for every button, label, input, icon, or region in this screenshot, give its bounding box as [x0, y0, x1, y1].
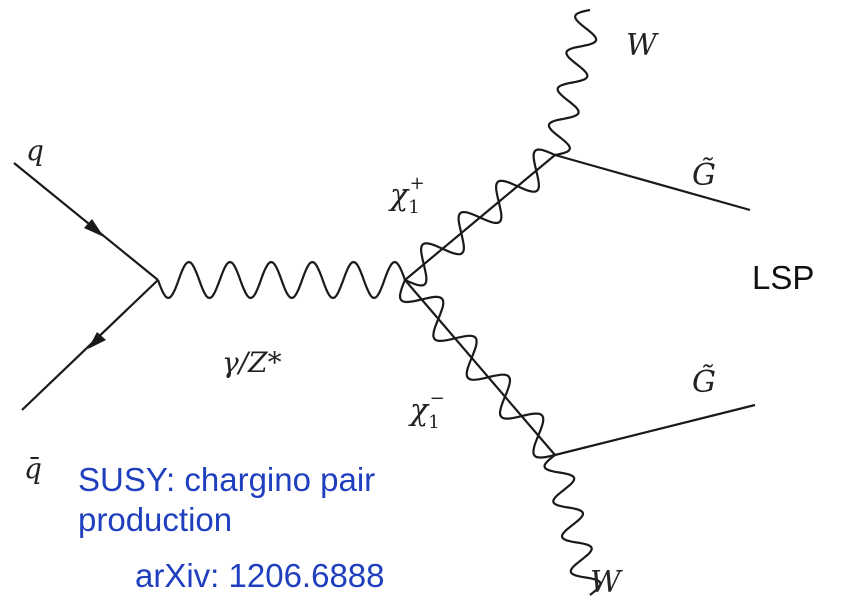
gravitino-bottom-label: G̃: [692, 365, 716, 400]
chargino-minus-label: χ1−: [408, 388, 445, 433]
antiquark-arrow: [88, 332, 106, 349]
quark-label: q: [26, 134, 44, 167]
antiquark-line: [21, 279, 159, 411]
w-top-label: W: [626, 28, 659, 63]
chargino-minus-line: [404, 279, 556, 456]
antiquark-label: q̄: [24, 452, 42, 485]
w-bottom-wave: [543, 454, 602, 596]
gravitino-top-line: [554, 153, 751, 212]
arxiv-reference: arXiv: 1206.6888: [135, 557, 385, 594]
quark-arrow: [84, 219, 104, 237]
gravitino-top-label: G̃: [692, 158, 716, 193]
chargino-minus-wave: [398, 279, 556, 459]
gravitino-bottom-line: [554, 403, 756, 457]
caption-title: SUSY: chargino pair: [78, 461, 376, 498]
w-bottom-label: W: [590, 565, 623, 600]
chargino-plus-label: χ1+: [388, 173, 425, 218]
boson-propagator: [156, 260, 407, 300]
lsp-label: LSP: [752, 259, 815, 296]
boson-label: γ/Z*: [222, 346, 282, 379]
caption-title-line2: production: [78, 501, 233, 538]
quark-line: [13, 162, 159, 281]
chargino-plus-wave: [404, 148, 556, 287]
w-top-wave: [547, 8, 598, 157]
